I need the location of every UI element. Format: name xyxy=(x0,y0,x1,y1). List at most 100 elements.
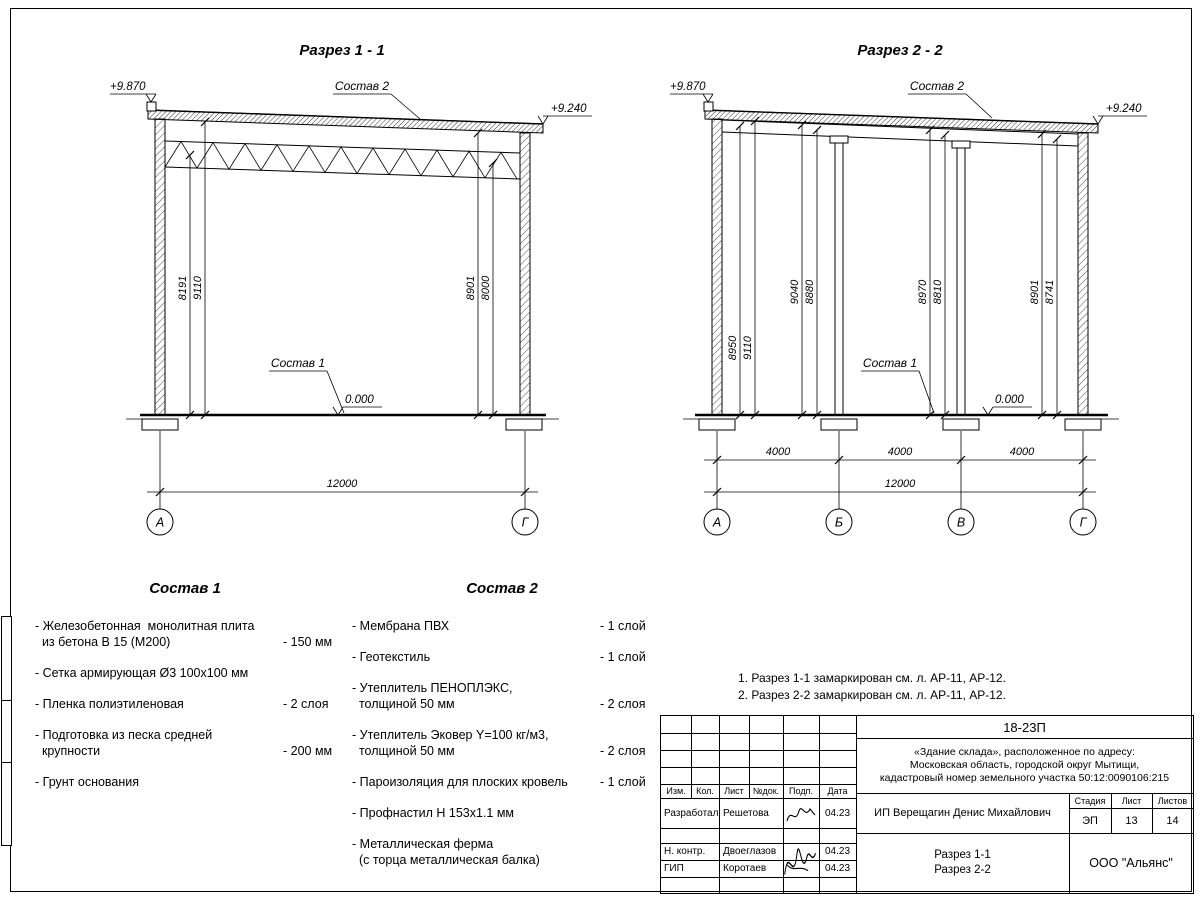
s2-bottom-dimensions: 4000 4000 4000 12000 xyxy=(704,431,1096,509)
tb-sheets-label: Листов xyxy=(1157,795,1188,806)
tb-object-line1: «Здание склада», расположенное по адресу… xyxy=(914,746,1135,758)
s1-level-right-value: +9.240 xyxy=(551,103,587,115)
tb-date-developer: 04.23 xyxy=(824,807,851,819)
s1-roof-slab xyxy=(146,101,544,134)
s1-level-left-value: +9.870 xyxy=(110,81,146,93)
s1-dim-8000: 8000 xyxy=(480,275,492,300)
s1-sostav2-label: Состав 2 xyxy=(335,79,389,93)
material-row: - Пленка полиэтиленовая - 2 слоя xyxy=(35,696,345,712)
note-line: 1. Разрез 1-1 замаркирован см. л. АР-11,… xyxy=(738,671,1006,685)
s1-sostav1-leader: Состав 1 xyxy=(269,356,345,414)
material-name: - Металлическая ферма (с торца металличе… xyxy=(352,837,540,867)
tb-role-ncontrol: Н. контр. xyxy=(664,846,706,857)
tb-sheet-value: 13 xyxy=(1125,814,1138,827)
s2-right-wall xyxy=(1077,132,1089,416)
s1-floor xyxy=(126,413,559,431)
s2-axes: А Б В Г xyxy=(703,508,1097,536)
material-row: - Мембрана ПВХ - 1 слой xyxy=(352,618,662,634)
material-quantity: - 150 мм xyxy=(283,635,333,649)
material-row: - Подготовка из песка средней крупности … xyxy=(35,727,345,759)
s2-level-left-value: +9.870 xyxy=(670,81,706,93)
s2-level-mark-zero: 0.000 xyxy=(982,394,1032,416)
sostav-1-list: Состав 1 - Железобетонная монолитная пли… xyxy=(35,580,345,805)
s2-dim-total: 12000 xyxy=(885,478,916,490)
title-block: Изм. Кол. Лист №док. Подп. Дата Разработ… xyxy=(660,715,1194,894)
s1-right-wall xyxy=(519,132,531,416)
s2-dim-8950: 8950 xyxy=(727,335,739,360)
tb-date-gip: 04.23 xyxy=(824,863,851,874)
s2-sostav1-leader: Состав 1 xyxy=(861,356,935,414)
s1-inner-dimensions: 8191 9110 8901 8000 xyxy=(177,117,498,420)
s2-axis-b: Б xyxy=(835,516,843,530)
s1-bottom-dimension: 12000 xyxy=(147,431,538,509)
tb-object-line2: Московская область, городской округ Мыти… xyxy=(909,759,1140,771)
tb-sheet-label: Лист xyxy=(1121,795,1142,806)
sostav-2-title: Состав 2 xyxy=(466,580,538,597)
material-name: - Грунт основания xyxy=(35,775,140,789)
s1-left-wall xyxy=(154,118,166,416)
s2-dim-8901: 8901 xyxy=(1029,280,1041,304)
s2-axis-g: Г xyxy=(1080,516,1088,530)
material-name: - Железобетонная монолитная плита из бет… xyxy=(35,619,255,649)
s2-axis-a: А xyxy=(712,516,721,530)
s2-axis-v: В xyxy=(957,516,965,530)
tb-col-data: Дата xyxy=(827,786,848,796)
material-name: - Утеплитель ПЕНОПЛЭКС, толщиной 50 мм xyxy=(352,681,513,711)
signature-flourish xyxy=(784,848,816,875)
s2-dim-8970: 8970 xyxy=(917,279,929,304)
tb-role-developer: Разработал xyxy=(664,807,719,819)
section-1-title: Разрез 1 - 1 xyxy=(299,42,385,59)
sostav-1-title: Состав 1 xyxy=(149,580,221,597)
material-quantity: - 2 слоя xyxy=(283,697,329,711)
material-quantity: - 1 слой xyxy=(600,619,646,633)
tb-name-ncontrol: Двоеглазов xyxy=(723,846,777,857)
material-name: - Пароизоляция для плоских кровель xyxy=(352,775,568,789)
sheet-frame xyxy=(10,8,1192,892)
s2-dim-8741: 8741 xyxy=(1044,280,1056,304)
s1-dim-8191: 8191 xyxy=(177,276,189,300)
material-row: - Профнастил Н 153х1.1 мм xyxy=(352,805,662,821)
material-row: - Железобетонная монолитная плита из бет… xyxy=(35,618,345,650)
tb-drawing-title-line1: Разрез 1-1 xyxy=(934,849,991,861)
tb-col-izm: Изм. xyxy=(666,786,686,796)
s2-sostav2-leader: Состав 2 xyxy=(908,79,993,119)
s2-dim-span3: 4000 xyxy=(1010,446,1035,458)
tb-drawing-title: Разрез 1-1 Разрез 2-2 xyxy=(856,833,1069,893)
s2-roof-slab xyxy=(703,101,1099,134)
tb-col-list: Лист xyxy=(724,786,744,796)
note-line: 2. Разрез 2-2 замаркирован см. л. АР-11,… xyxy=(738,688,1006,702)
s2-roof-beam xyxy=(721,119,1079,147)
s2-dim-span1: 4000 xyxy=(766,446,791,458)
section-2-title: Разрез 2 - 2 xyxy=(857,42,943,59)
s1-axes: А Г xyxy=(146,508,539,536)
material-row: - Сетка армирующая Ø3 100х100 мм xyxy=(35,665,345,681)
s1-sostav2-leader: Состав 2 xyxy=(333,79,421,120)
s1-axis-g: Г xyxy=(522,516,530,530)
s2-floor xyxy=(683,413,1119,431)
tb-date-ncontrol: 04.23 xyxy=(824,846,851,857)
material-row: - Грунт основания xyxy=(35,774,345,790)
material-row: - Утеплитель ПЕНОПЛЭКС, толщиной 50 мм -… xyxy=(352,680,662,712)
s2-left-wall xyxy=(711,118,723,416)
tb-company: ООО "Альянс" xyxy=(1089,856,1173,870)
s2-level-mark-right: +9.240 xyxy=(1092,103,1147,125)
s2-dim-9040: 9040 xyxy=(789,279,801,304)
s1-axis-a: А xyxy=(155,516,164,530)
s1-dim-total: 12000 xyxy=(327,478,358,490)
sostav-2-list: Состав 2 - Мембрана ПВХ - 1 слой - Геоте… xyxy=(352,580,662,883)
tb-sheets-value: 14 xyxy=(1166,814,1179,827)
tb-stage-value: ЭП xyxy=(1082,814,1098,827)
material-quantity: - 2 слоя xyxy=(600,697,646,711)
material-name: - Профнастил Н 153х1.1 мм xyxy=(352,806,515,820)
s2-sostav2-label: Состав 2 xyxy=(910,79,964,93)
material-quantity: - 200 мм xyxy=(283,744,333,758)
s2-column-b xyxy=(829,135,849,416)
material-name: - Пленка полиэтиленовая xyxy=(35,697,184,711)
s1-truss xyxy=(164,140,521,180)
tb-drawing-title-line2: Разрез 2-2 xyxy=(934,864,991,876)
material-row: - Металлическая ферма (с торца металличе… xyxy=(352,836,662,868)
material-name: - Геотекстиль xyxy=(352,650,431,664)
material-name: - Сетка армирующая Ø3 100х100 мм xyxy=(35,666,249,680)
s2-dim-8810: 8810 xyxy=(932,279,944,304)
